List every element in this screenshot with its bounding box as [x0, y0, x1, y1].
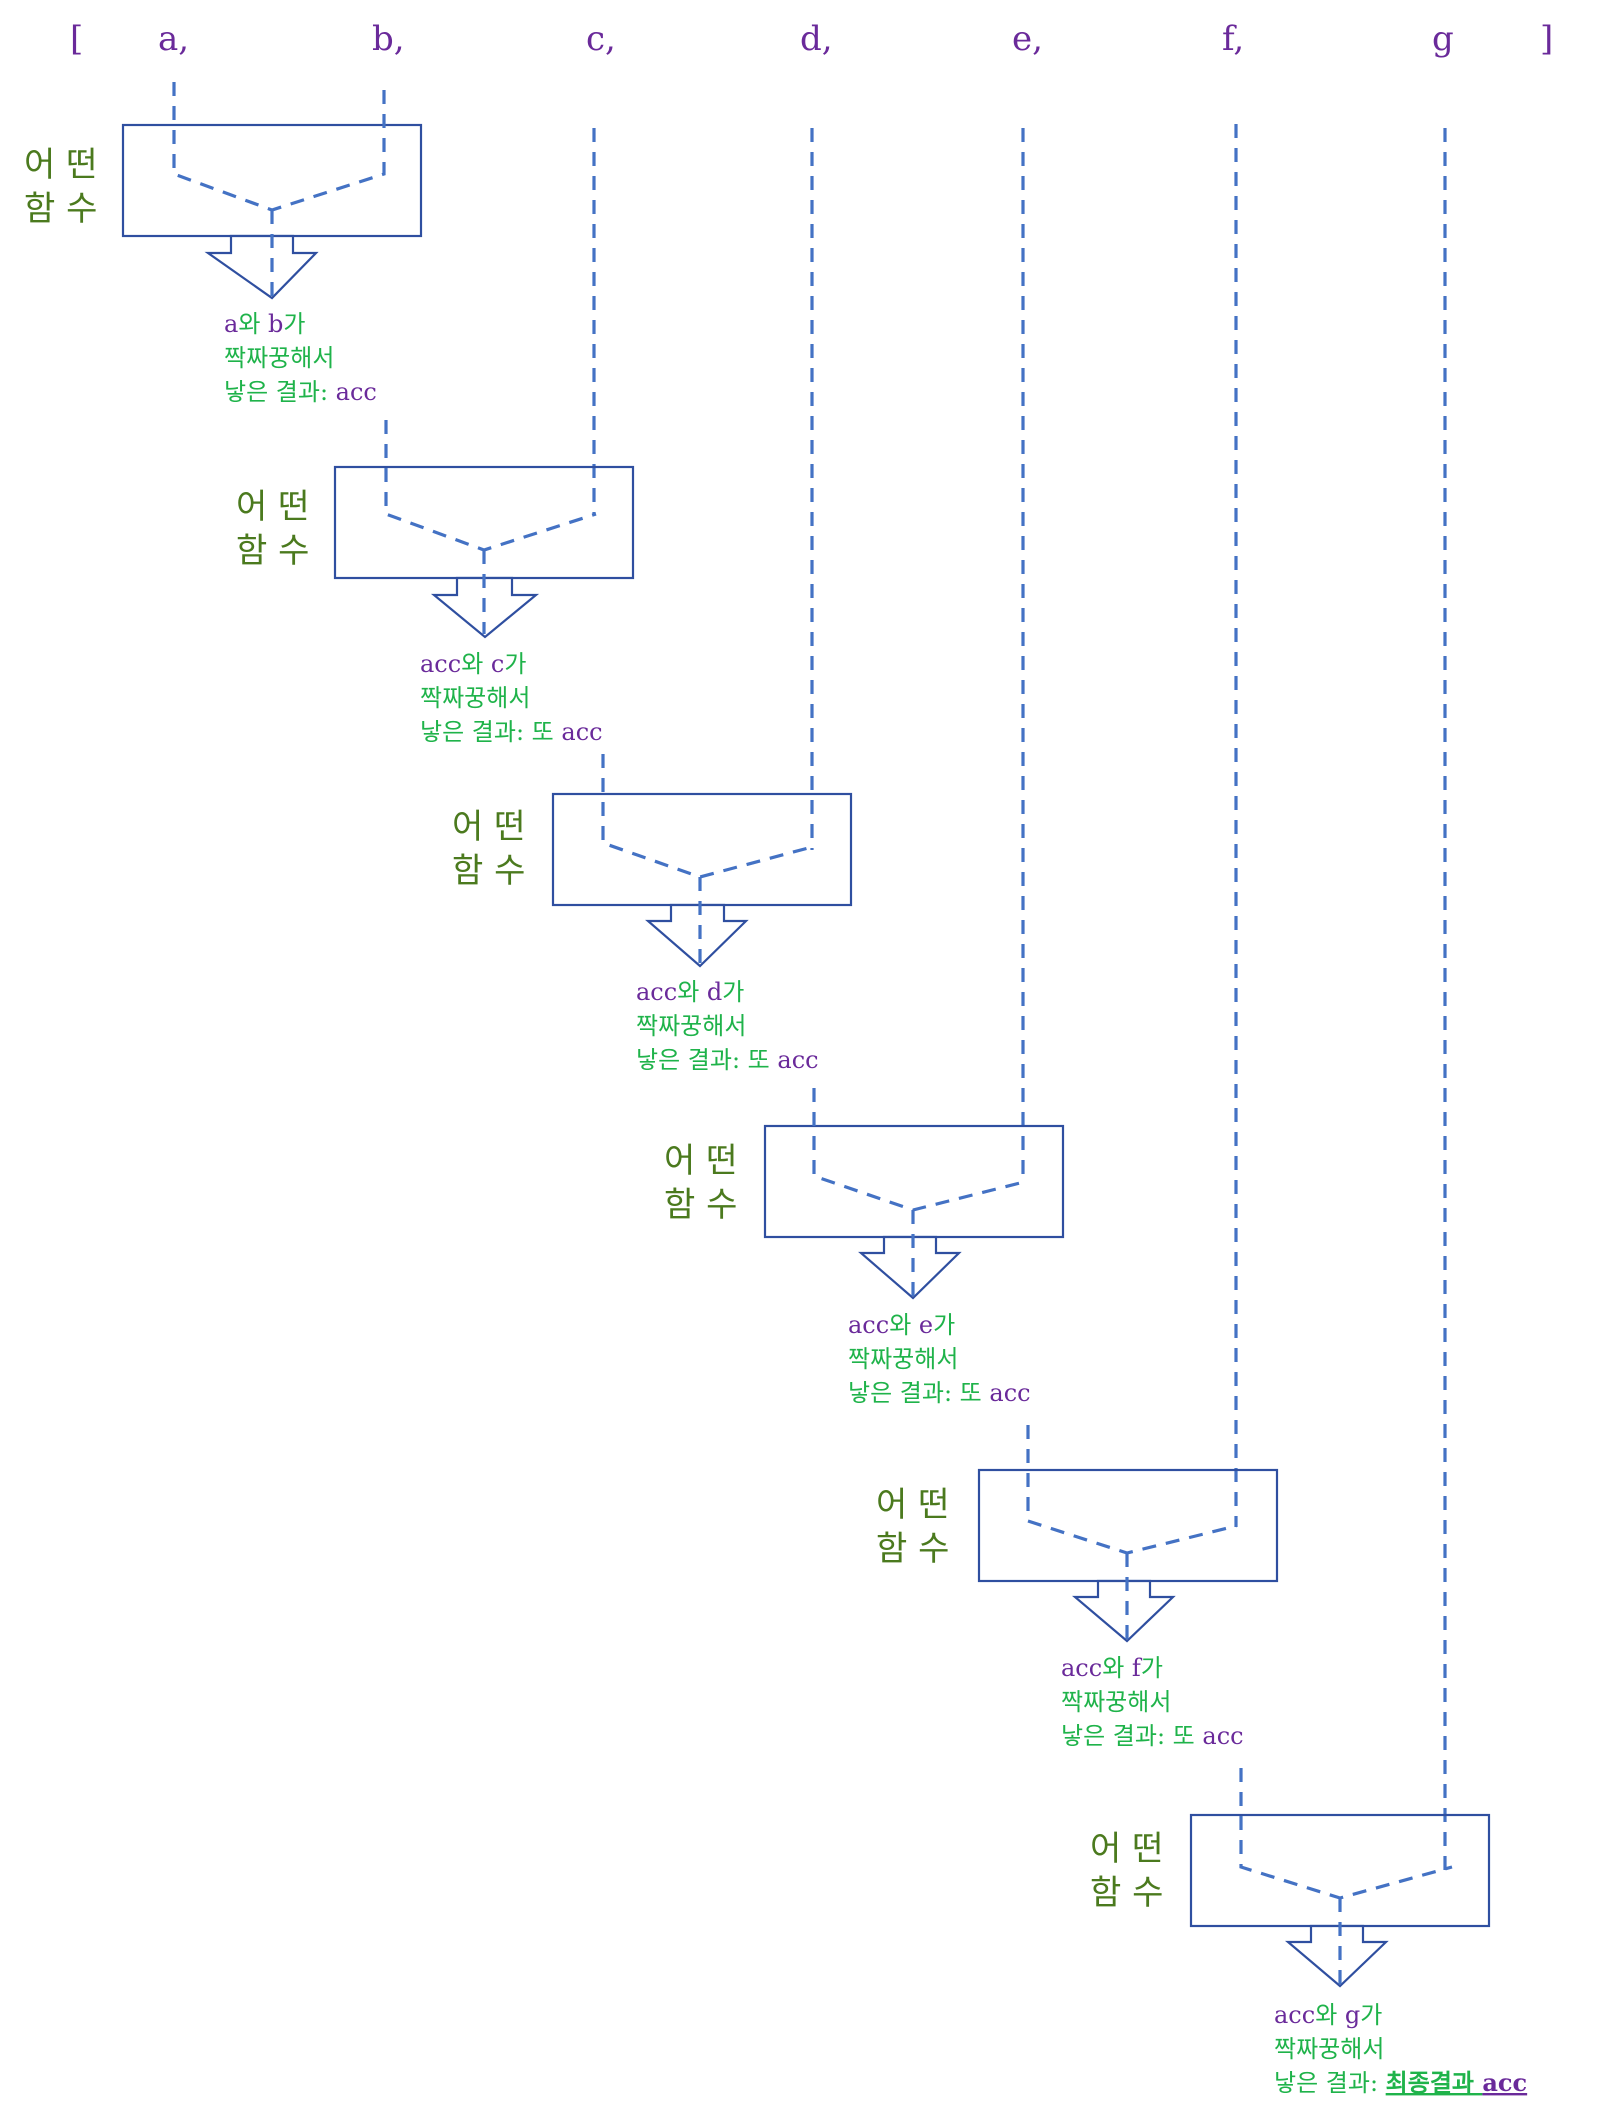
acc-operand: acc: [636, 978, 677, 1006]
next-operand: g: [1345, 2001, 1360, 2029]
array-header: [ a, b, c, d, e, f, g ]: [70, 19, 1553, 59]
step-caption-line1: acc와 e가: [848, 1311, 955, 1339]
reduce-step-3: 어 떤 함 수 acc와 d가 짝짜꿍해서 낳은 결과: 또 acc: [452, 754, 853, 1074]
result-acc: acc: [336, 378, 377, 406]
down-arrow-icon: [1071, 1579, 1176, 1643]
result-acc: acc: [989, 1379, 1030, 1407]
down-arrow-icon: [645, 903, 749, 968]
function-label-line1: 어 떤: [236, 487, 309, 527]
function-label-line1: 어 떤: [24, 145, 97, 185]
function-label-line2: 함 수: [24, 189, 97, 229]
step-caption-line1: acc와 c가: [420, 650, 526, 678]
function-label-line1: 어 떤: [1090, 1829, 1163, 1869]
step-caption-line3: 낳은 결과: 또 acc: [1061, 1722, 1244, 1750]
close-bracket: ]: [1540, 19, 1553, 59]
array-item-d: d,: [800, 19, 833, 59]
next-operand: b: [268, 310, 283, 338]
array-item-a: a,: [158, 19, 189, 59]
step-caption-line2: 짝짜꿍해서: [848, 1345, 958, 1373]
step-caption-line3: 낳은 결과: 또 acc: [636, 1046, 819, 1074]
step-caption-line2: 짝짜꿍해서: [636, 1012, 746, 1040]
merge-lines: [1239, 1768, 1453, 1900]
reduce-step-5: 어 떤 함 수 acc와 f가 짝짜꿍해서 낳은 결과: 또 acc: [876, 1425, 1279, 1750]
step-caption-line1: acc와 d가: [636, 978, 744, 1006]
function-label-line2: 함 수: [664, 1185, 737, 1225]
step-caption-line3: 낳은 결과: acc: [224, 378, 377, 406]
final-result-acc: acc: [1482, 2068, 1527, 2097]
merge-lines: [172, 82, 386, 212]
function-label-line2: 함 수: [236, 531, 309, 571]
function-label-line2: 함 수: [452, 851, 525, 891]
step-caption-line1: acc와 g가: [1274, 2001, 1382, 2029]
next-operand: c: [491, 650, 504, 678]
element-lines: [592, 124, 1447, 1872]
step-caption-line2: 짝짜꿍해서: [1061, 1688, 1171, 1716]
merge-lines: [1026, 1425, 1237, 1555]
open-bracket: [: [70, 19, 83, 59]
acc-operand: acc: [848, 1311, 889, 1339]
step-caption-line2: 짝짜꿍해서: [420, 684, 530, 712]
function-label-line2: 함 수: [876, 1529, 949, 1569]
next-operand: e: [919, 1311, 933, 1339]
acc-operand: acc: [420, 650, 461, 678]
next-operand: d: [707, 978, 722, 1006]
down-arrow-icon: [204, 234, 319, 300]
step-caption-line1: acc와 f가: [1061, 1654, 1163, 1682]
reduce-step-6: 어 떤 함 수 acc와 g가 짝짜꿍해서 낳은 결과: 최종결과 acc: [1090, 1768, 1527, 2097]
final-result-label: 최종결과: [1386, 2068, 1483, 2097]
array-item-c: c,: [586, 19, 616, 59]
acc-operand: a: [224, 310, 238, 338]
acc-operand: acc: [1061, 1654, 1102, 1682]
down-arrow-icon: [1284, 1924, 1389, 1988]
result-acc: acc: [777, 1046, 818, 1074]
array-item-f: f,: [1222, 19, 1244, 59]
function-label-line1: 어 떤: [664, 1141, 737, 1181]
merge-lines: [601, 754, 813, 879]
merge-lines: [384, 420, 597, 552]
acc-operand: acc: [1274, 2001, 1315, 2029]
function-label-line1: 어 떤: [452, 807, 525, 847]
step-caption-line1: a와 b가: [224, 310, 306, 338]
step-caption-line3: 낳은 결과: 또 acc: [848, 1379, 1031, 1407]
array-item-g: g: [1432, 19, 1454, 59]
step-caption-line3: 낳은 결과: 또 acc: [420, 718, 603, 746]
step-caption-line2: 짝짜꿍해서: [1274, 2035, 1384, 2063]
step-caption-line3: 낳은 결과: 최종결과 acc: [1274, 2068, 1527, 2097]
next-operand: f: [1132, 1654, 1143, 1682]
array-item-e: e,: [1012, 19, 1043, 59]
reduce-step-4: 어 떤 함 수 acc와 e가 짝짜꿍해서 낳은 결과: 또 acc: [664, 1088, 1065, 1407]
function-label-line1: 어 떤: [876, 1485, 949, 1525]
merge-lines: [812, 1088, 1025, 1212]
down-arrow-icon: [858, 1235, 962, 1300]
result-acc: acc: [1202, 1722, 1243, 1750]
function-label-line2: 함 수: [1090, 1873, 1163, 1913]
reduce-step-1: 어 떤 함 수 a와 b가 짝짜꿍해서 낳은 결과: acc: [24, 82, 423, 406]
result-acc: acc: [561, 718, 602, 746]
reduce-step-2: 어 떤 함 수 acc와 c가 짝짜꿍해서 낳은 결과: 또 acc: [236, 420, 635, 746]
step-caption-line2: 짝짜꿍해서: [224, 344, 334, 372]
array-item-b: b,: [372, 19, 405, 59]
